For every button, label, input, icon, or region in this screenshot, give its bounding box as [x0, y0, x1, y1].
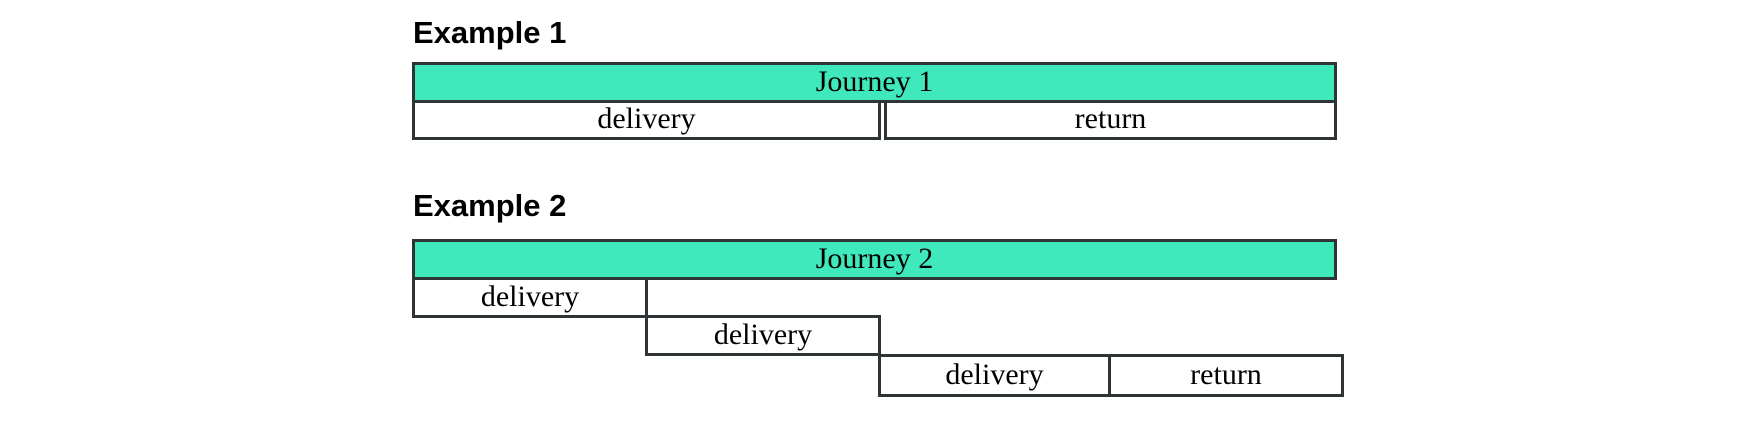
- example-1-return-label: return: [1074, 102, 1147, 135]
- example-2-journey-bar: Journey 2: [412, 239, 1337, 280]
- example-2-delivery-3-label: delivery: [945, 357, 1044, 391]
- example-1-delivery-box: delivery: [412, 100, 881, 140]
- example-2-heading: Example 2: [413, 188, 567, 223]
- example-2-delivery-3-box: delivery: [878, 354, 1111, 397]
- example-1-delivery-label: delivery: [597, 102, 696, 135]
- example-2-delivery-1-label: delivery: [480, 279, 580, 313]
- example-1-heading: Example 1: [413, 15, 567, 50]
- example-2-delivery-1-box: delivery: [412, 277, 648, 318]
- example-2-return-label: return: [1190, 357, 1262, 391]
- example-2-delivery-2-label: delivery: [713, 317, 813, 351]
- example-2-return-box: return: [1108, 354, 1344, 397]
- example-2-delivery-2-box: delivery: [645, 315, 881, 356]
- example-1-journey-bar: Journey 1: [412, 62, 1337, 103]
- example-2-journey-label: Journey 2: [815, 241, 934, 275]
- example-1-return-box: return: [884, 100, 1337, 140]
- example-1-journey-label: Journey 1: [815, 64, 934, 98]
